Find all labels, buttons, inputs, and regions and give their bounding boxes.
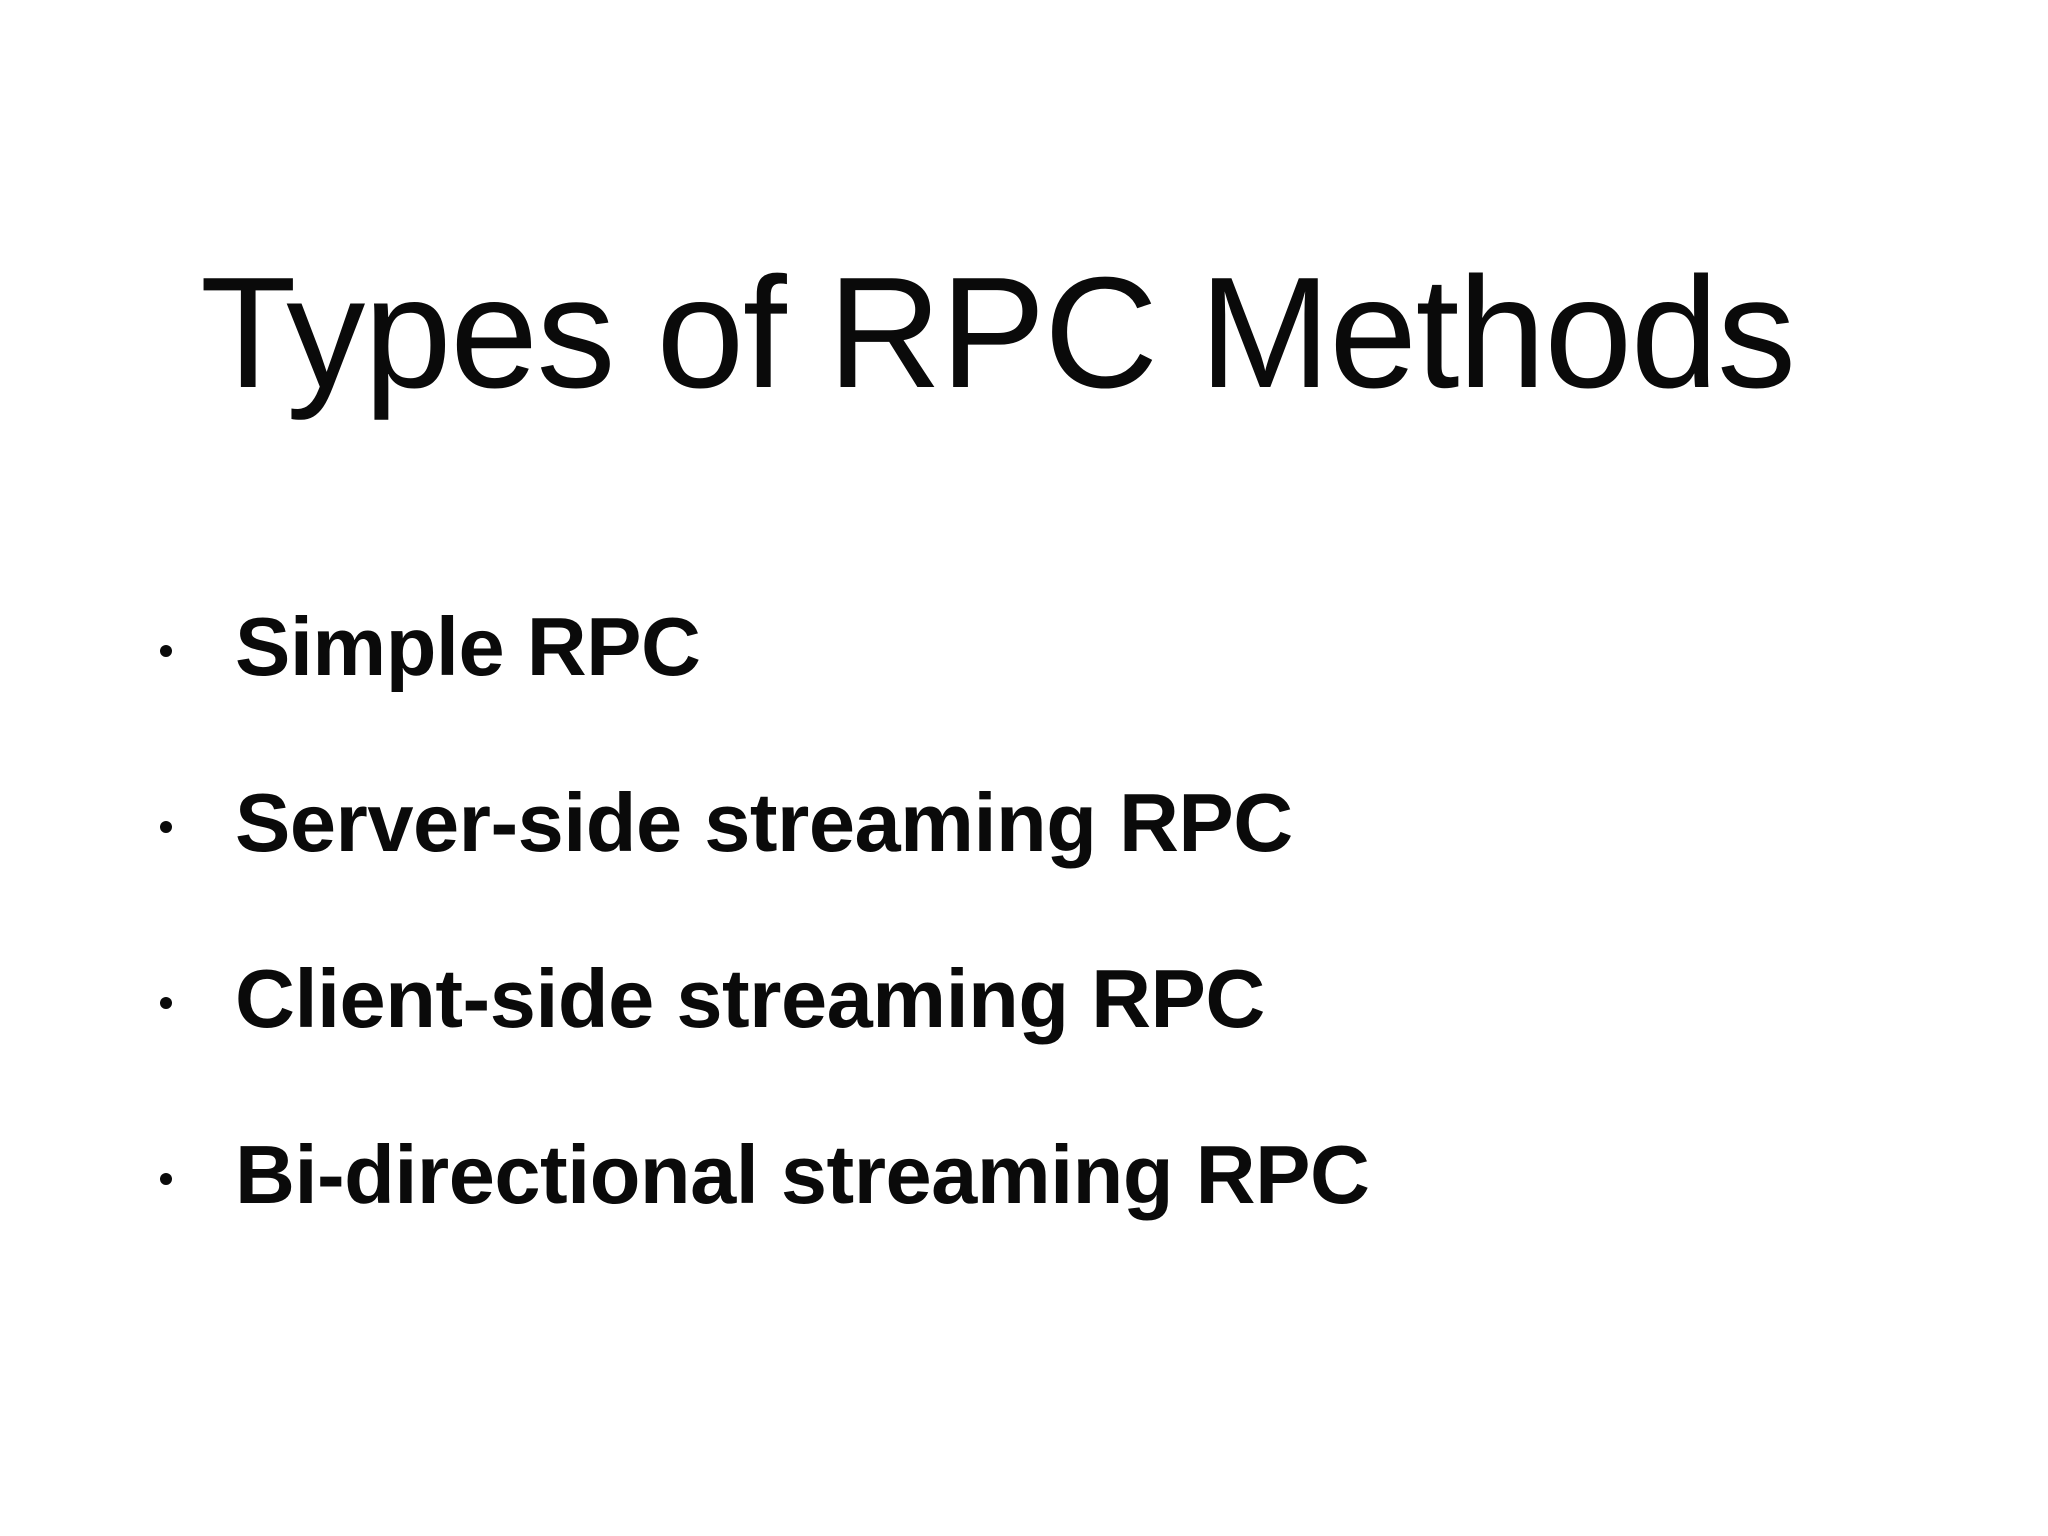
list-item-label: Client-side streaming RPC — [235, 952, 1265, 1045]
list-item[interactable]: Simple RPC — [0, 600, 2048, 776]
bullet-dot-icon — [160, 645, 172, 657]
list-item-label: Bi-directional streaming RPC — [235, 1128, 1370, 1221]
list-item[interactable]: Server-side streaming RPC — [0, 776, 2048, 952]
list-item-label: Simple RPC — [235, 600, 701, 693]
list-item[interactable]: Client-side streaming RPC — [0, 952, 2048, 1128]
bullet-dot-icon — [160, 1173, 172, 1185]
bullet-dot-icon — [160, 997, 172, 1009]
page-title: Types of RPC Methods — [200, 244, 1796, 421]
list-item[interactable]: Bi-directional streaming RPC — [0, 1128, 2048, 1304]
bullet-dot-icon — [160, 821, 172, 833]
bullet-list: Simple RPC Server-side streaming RPC Cli… — [0, 600, 2048, 1304]
list-item-label: Server-side streaming RPC — [235, 776, 1293, 869]
